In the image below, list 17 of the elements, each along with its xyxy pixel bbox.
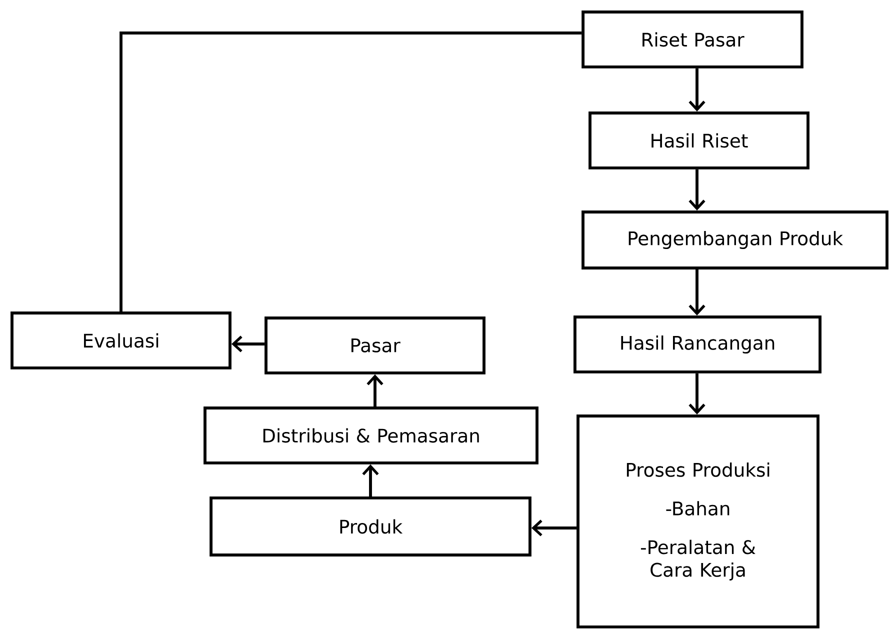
arrow xyxy=(688,68,706,112)
process-box: Proses Produksi -Bahan -Peralatan & Cara Kerja xyxy=(576,414,820,628)
process-box: Produk xyxy=(210,496,532,556)
process-box: Pengembangan Produk xyxy=(582,210,888,270)
process-box: Pasar xyxy=(264,316,486,374)
arrow xyxy=(531,520,577,536)
arrow xyxy=(366,374,384,407)
process-box: Hasil Riset xyxy=(588,112,810,170)
process-box: Hasil Rancangan xyxy=(574,316,822,374)
arrow xyxy=(231,336,265,352)
arrow xyxy=(688,169,706,211)
process-box: Evaluasi xyxy=(10,312,232,370)
process-box: Riset Pasar xyxy=(582,10,804,68)
arrow xyxy=(688,373,706,415)
arrow xyxy=(688,269,706,316)
process-box: Distribusi & Pemasaran xyxy=(204,406,538,464)
arrow xyxy=(362,464,379,496)
